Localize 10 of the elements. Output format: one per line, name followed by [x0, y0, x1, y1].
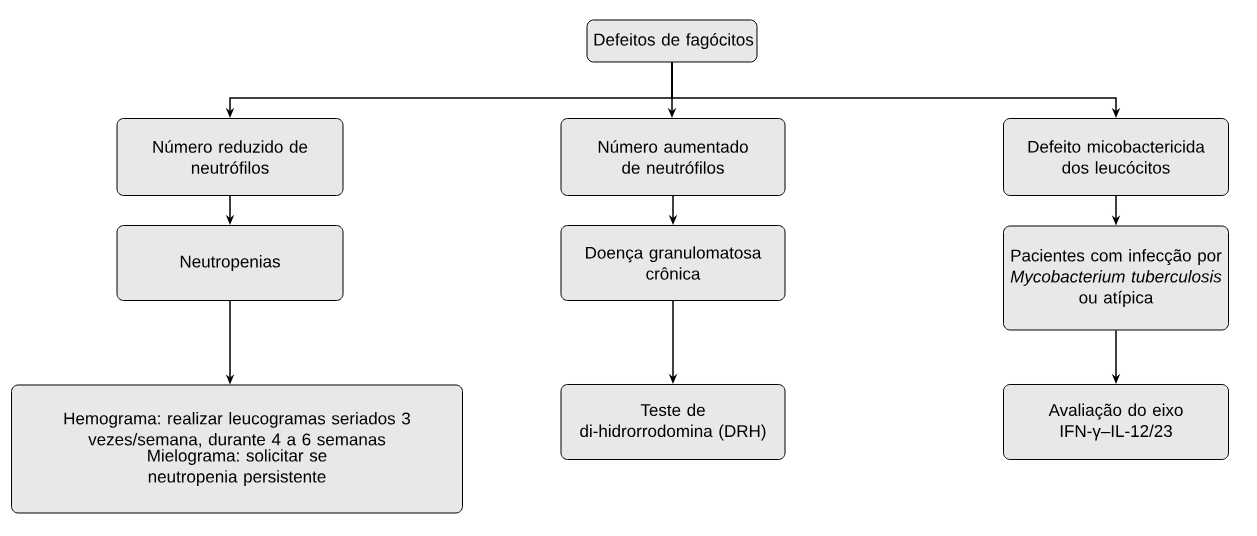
process-box: Hemograma: realizar leucogramas seriados 3 vezes/semana, durante 4 a 6 semanas Mielograma: solicitar se neutropenia persistente [11, 384, 463, 514]
process-box: Doença granulomatosa crônica [560, 225, 786, 301]
process-box: Pacientes com infecção por Mycobacterium tuberculosis ou atípica [1003, 225, 1229, 331]
process-box: Teste de di-hidrorrodomina (DRH) [560, 384, 786, 460]
process-box: Defeitos de fagócitos [586, 19, 758, 63]
process-box: Avaliação do eixo IFN-γ–IL-12/23 [1003, 384, 1229, 460]
process-box: Neutropenias [116, 225, 344, 301]
process-box: Defeito micobactericida dos leucócitos [1003, 118, 1229, 196]
process-box: Número aumentado de neutrófilos [560, 118, 786, 196]
process-box: Número reduzido de neutrófilos [116, 118, 344, 196]
